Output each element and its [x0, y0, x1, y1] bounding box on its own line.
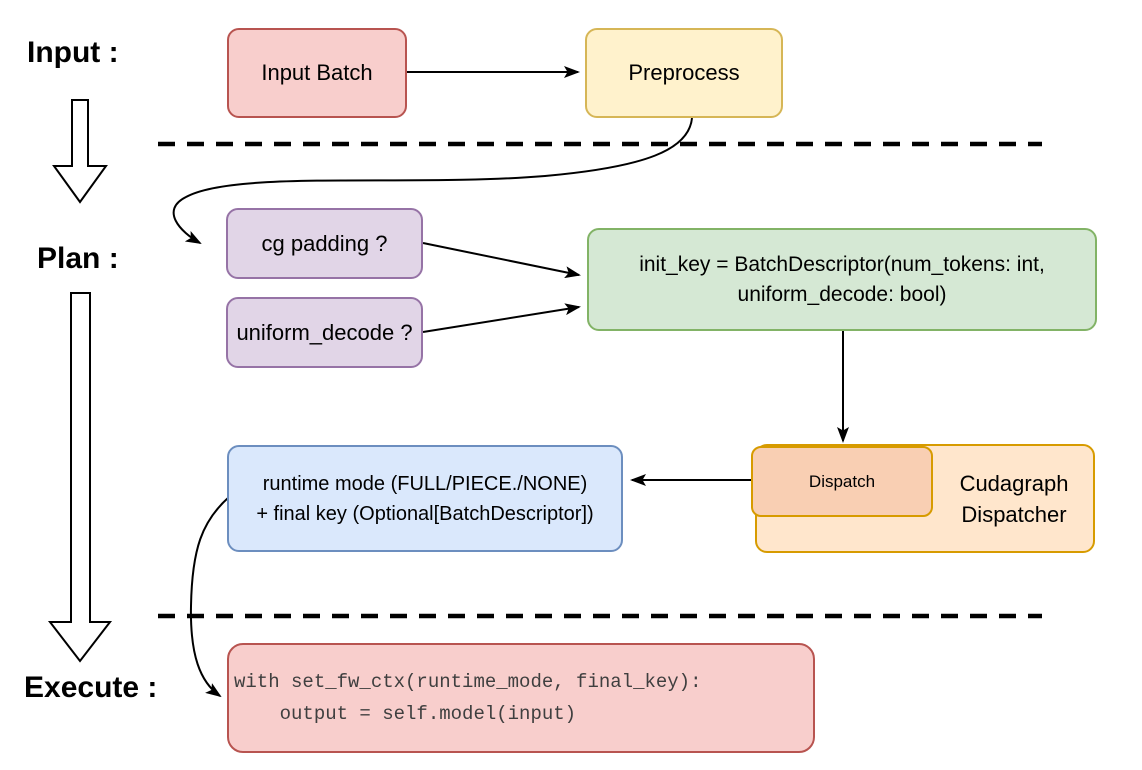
- node-runtime-mode: runtime mode (FULL/PIECE./NONE) + final …: [227, 445, 623, 552]
- cudagraph-label-line1: Cudagraph: [959, 470, 1069, 496]
- cudagraph-label-line2: Dispatcher: [961, 501, 1067, 527]
- connector-preprocess-to-cgpadding: [172, 117, 693, 244]
- node-uniform-decode-label: uniform_decode ?: [236, 319, 413, 345]
- node-init-key: init_key = BatchDescriptor(num_tokens: i…: [587, 228, 1097, 331]
- node-cudagraph-dispatcher-label: Cudagraph Dispatcher: [935, 446, 1093, 551]
- node-input-batch: Input Batch: [227, 28, 407, 118]
- node-init-key-line2: uniform_decode: bool): [737, 282, 947, 306]
- execute-code-line2: output = self.model(input): [234, 703, 577, 725]
- node-cg-padding-label: cg padding ?: [261, 230, 388, 256]
- node-execute-code: with set_fw_ctx(runtime_mode, final_key)…: [227, 643, 815, 753]
- node-input-batch-label: Input Batch: [261, 60, 373, 85]
- node-preprocess: Preprocess: [585, 28, 783, 118]
- node-uniform-decode: uniform_decode ?: [226, 297, 423, 368]
- stage-down-arrow-icon: [52, 99, 108, 204]
- node-runtime-mode-line1: runtime mode (FULL/PIECE./NONE): [262, 472, 588, 495]
- node-dispatch: Dispatch: [751, 446, 933, 517]
- execute-code-line1: with set_fw_ctx(runtime_mode, final_key)…: [234, 671, 702, 693]
- node-runtime-mode-line2: + final key (Optional[BatchDescriptor]): [256, 502, 594, 525]
- stage-down-arrow-icon: [47, 292, 113, 663]
- stage-label-plan: Plan :: [37, 242, 119, 275]
- connector-cgpadding-to-initkey: [422, 242, 581, 279]
- node-preprocess-label: Preprocess: [628, 60, 740, 85]
- node-cg-padding: cg padding ?: [226, 208, 423, 279]
- connector-uniformdecode-to-initkey: [422, 303, 581, 333]
- node-dispatch-label: Dispatch: [808, 471, 876, 491]
- node-init-key-line1: init_key = BatchDescriptor(num_tokens: i…: [639, 252, 1045, 276]
- stage-label-execute: Execute :: [24, 671, 158, 704]
- stage-label-input: Input :: [27, 36, 119, 69]
- connector-runtimemode-to-executecode: [189, 496, 230, 698]
